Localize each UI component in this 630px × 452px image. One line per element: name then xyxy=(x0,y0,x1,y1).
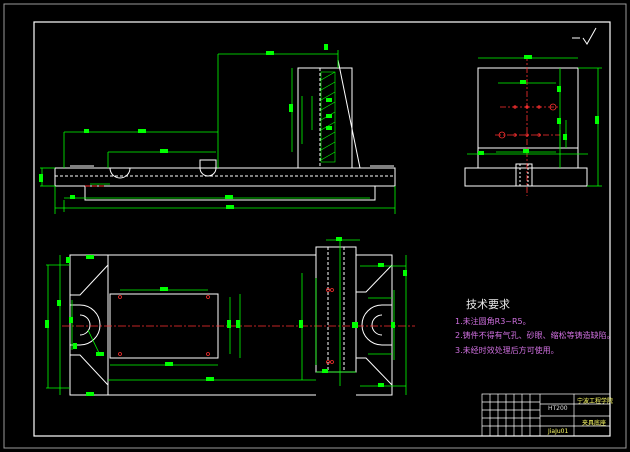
side-view-center-lines xyxy=(495,55,560,196)
side-view-base xyxy=(464,167,588,187)
upright-plate xyxy=(297,67,353,169)
side-view xyxy=(464,67,588,187)
side-view-dimensions xyxy=(467,57,602,187)
title-block-part-name: 夹具底座 xyxy=(582,420,607,427)
side-view-dimension-markers xyxy=(478,55,599,155)
side-view-holes xyxy=(498,103,557,139)
outer-frame xyxy=(3,3,627,449)
front-view xyxy=(54,59,396,201)
top-view-dimensions xyxy=(46,239,407,395)
title-block xyxy=(481,393,611,437)
title-block-drawing-no: JiaJu01 xyxy=(548,428,569,435)
base-plate xyxy=(54,167,396,187)
tech-requirement-note-2: 2.铸件不得有气孔、砂眼、缩松等铸造缺陷。 xyxy=(455,331,615,340)
top-view-holes xyxy=(118,288,334,364)
right-upright-block xyxy=(315,246,357,373)
tech-requirement-note-1: 1.未注圆角R3~R5。 xyxy=(455,317,531,326)
front-view-dimensions xyxy=(40,50,396,214)
inner-frame xyxy=(33,21,611,437)
left-base-block xyxy=(69,254,109,396)
tech-requirements-title: 技术要求 xyxy=(466,298,510,311)
front-view-dimension-markers xyxy=(39,44,332,209)
title-block-company: 宁波工程学院 xyxy=(577,398,614,405)
top-view-dimension-markers xyxy=(45,237,407,396)
roughness-symbol xyxy=(572,27,597,45)
title-block-material: HT200 xyxy=(548,405,568,412)
tech-requirement-note-3: 3.未经时效处理后方可使用。 xyxy=(455,346,559,355)
